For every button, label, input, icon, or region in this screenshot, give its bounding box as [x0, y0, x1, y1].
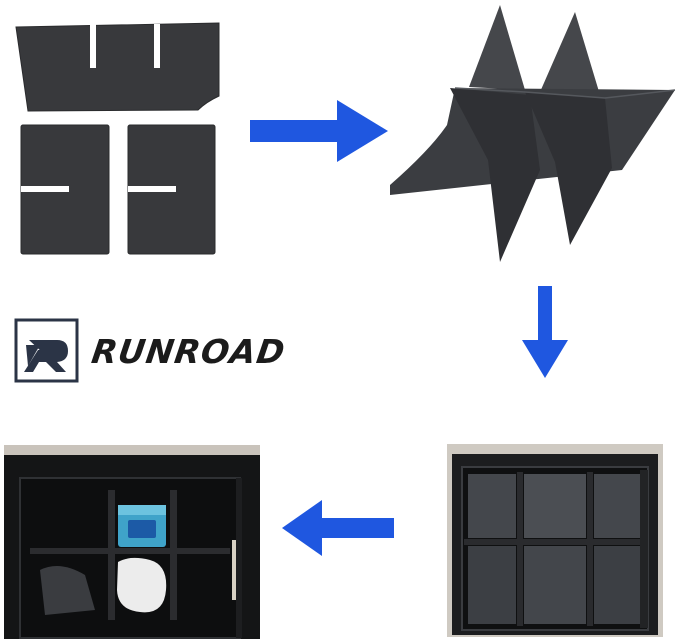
- divider-fin: [469, 5, 525, 90]
- flat-divider-slot: [21, 186, 69, 192]
- runroad-logo-icon: [14, 318, 79, 383]
- compartment: [594, 474, 640, 538]
- flat-divider-slot: [90, 24, 96, 68]
- item-container-lid: [118, 505, 166, 515]
- flat-divider-slot: [154, 24, 160, 68]
- compartment: [524, 546, 586, 624]
- divider-fin: [540, 12, 600, 95]
- installed-organizer-photo-empty: [447, 444, 663, 637]
- divider-cross-panel: [450, 88, 540, 262]
- assembled-divider: [390, 5, 676, 262]
- item-bag: [40, 566, 95, 615]
- arrow-right-icon: [250, 100, 388, 162]
- compartment: [468, 546, 516, 624]
- divider-cross-panel: [525, 92, 612, 245]
- installed-organizer-photo-filled: [4, 445, 260, 639]
- flat-divider-slot: [128, 186, 176, 192]
- item-cloth: [117, 557, 167, 613]
- item-label: [128, 520, 156, 538]
- arrow-down-icon: [522, 286, 568, 378]
- compartment: [594, 546, 640, 624]
- flat-divider-long-panel: [15, 22, 220, 112]
- brand-name: RUNROAD: [89, 332, 288, 371]
- arrow-left-icon: [282, 500, 394, 556]
- compartment: [524, 474, 586, 538]
- compartment: [468, 474, 516, 538]
- divider-edge: [454, 87, 676, 99]
- flat-divider-pieces: [15, 22, 220, 255]
